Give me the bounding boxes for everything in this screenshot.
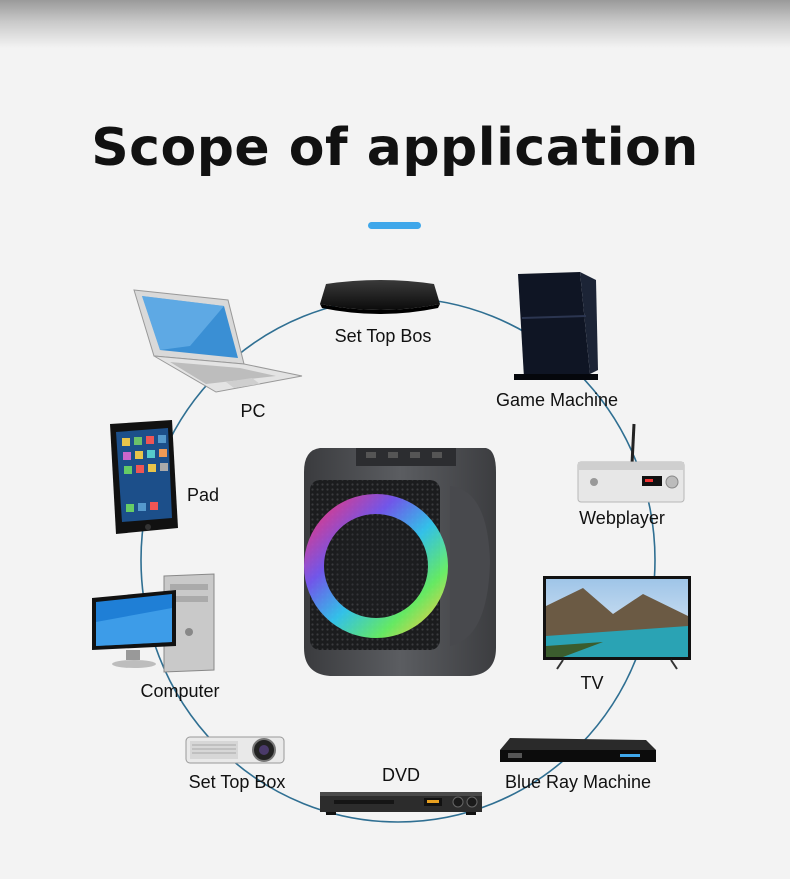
label-game-machine: Game Machine bbox=[495, 390, 619, 410]
desktop-computer-icon bbox=[92, 573, 215, 673]
label-blue-ray-machine: Blue Ray Machine bbox=[504, 772, 652, 792]
dvd-player-icon bbox=[320, 792, 482, 815]
label-pc: PC bbox=[240, 401, 266, 421]
projector-icon bbox=[185, 736, 285, 764]
top-shadow-band bbox=[0, 0, 790, 48]
label-set-top-box: Set Top Box bbox=[188, 772, 286, 792]
label-webplayer: Webplayer bbox=[579, 508, 665, 528]
label-tv: TV bbox=[580, 673, 604, 693]
label-dvd: DVD bbox=[381, 765, 421, 785]
label-pad: Pad bbox=[186, 485, 220, 505]
tv-icon bbox=[543, 576, 691, 670]
set-top-box-icon bbox=[320, 280, 440, 314]
page-title: Scope of application bbox=[91, 118, 699, 178]
laptop-icon bbox=[133, 289, 303, 393]
tablet-icon bbox=[110, 420, 178, 534]
label-computer: Computer bbox=[140, 681, 220, 701]
rgb-speaker-icon bbox=[304, 448, 496, 676]
game-console-icon bbox=[514, 272, 598, 380]
title-underline bbox=[368, 222, 421, 229]
blu-ray-player-icon bbox=[500, 738, 656, 762]
web-player-icon bbox=[577, 423, 685, 503]
label-set-top-bos: Set Top Bos bbox=[334, 326, 432, 346]
